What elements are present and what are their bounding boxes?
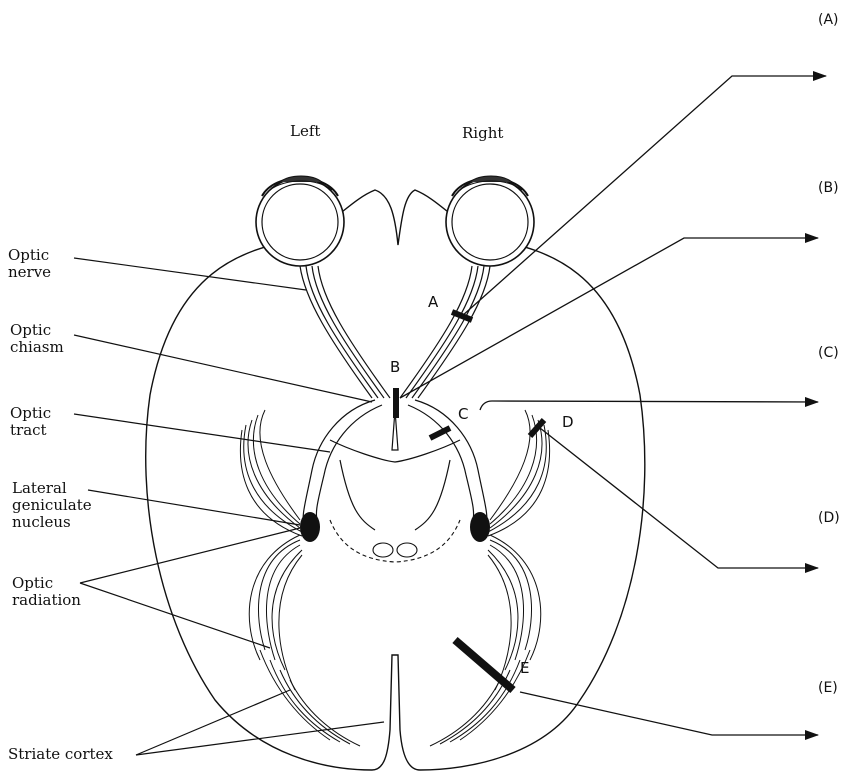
panel-label-b: (B) <box>818 180 839 196</box>
structure-leaders <box>74 258 384 755</box>
optic-tract-label: Optic tract <box>10 405 51 439</box>
lesion-bar-d <box>530 420 544 436</box>
lesion-label-e: E <box>520 659 529 677</box>
right-lgn <box>470 512 490 542</box>
left-side-label: Left <box>290 123 320 140</box>
optic-radiation-label: Optic radiation <box>12 575 81 609</box>
lesion-label-b: B <box>390 358 400 376</box>
brain-outline <box>146 190 645 770</box>
midbrain <box>330 520 460 562</box>
right-optic-radiation <box>430 410 550 746</box>
left-optic-radiation <box>240 410 360 746</box>
lesion-label-c: C <box>458 405 468 423</box>
striate-cortex-label: Striate cortex <box>8 746 113 763</box>
panel-label-c: (C) <box>818 345 839 361</box>
lateral-geniculate-nucleus-label: Lateral geniculate nucleus <box>12 480 92 531</box>
right-optic-nerve <box>400 266 490 398</box>
optic-chiasm-label: Optic chiasm <box>10 322 64 356</box>
lesion-bar-e <box>455 640 513 690</box>
left-eye <box>256 176 344 266</box>
left-lgn <box>300 512 320 542</box>
right-side-label: Right <box>462 125 503 142</box>
panel-label-d: (D) <box>818 510 840 526</box>
right-eye <box>446 176 534 266</box>
left-optic-nerve <box>300 266 390 398</box>
lesion-label-a: A <box>428 293 438 311</box>
optic-nerve-label: Optic nerve <box>8 247 51 281</box>
panel-label-e: (E) <box>818 680 838 696</box>
lesion-label-d: D <box>562 413 574 431</box>
panel-label-a: (A) <box>818 12 839 28</box>
